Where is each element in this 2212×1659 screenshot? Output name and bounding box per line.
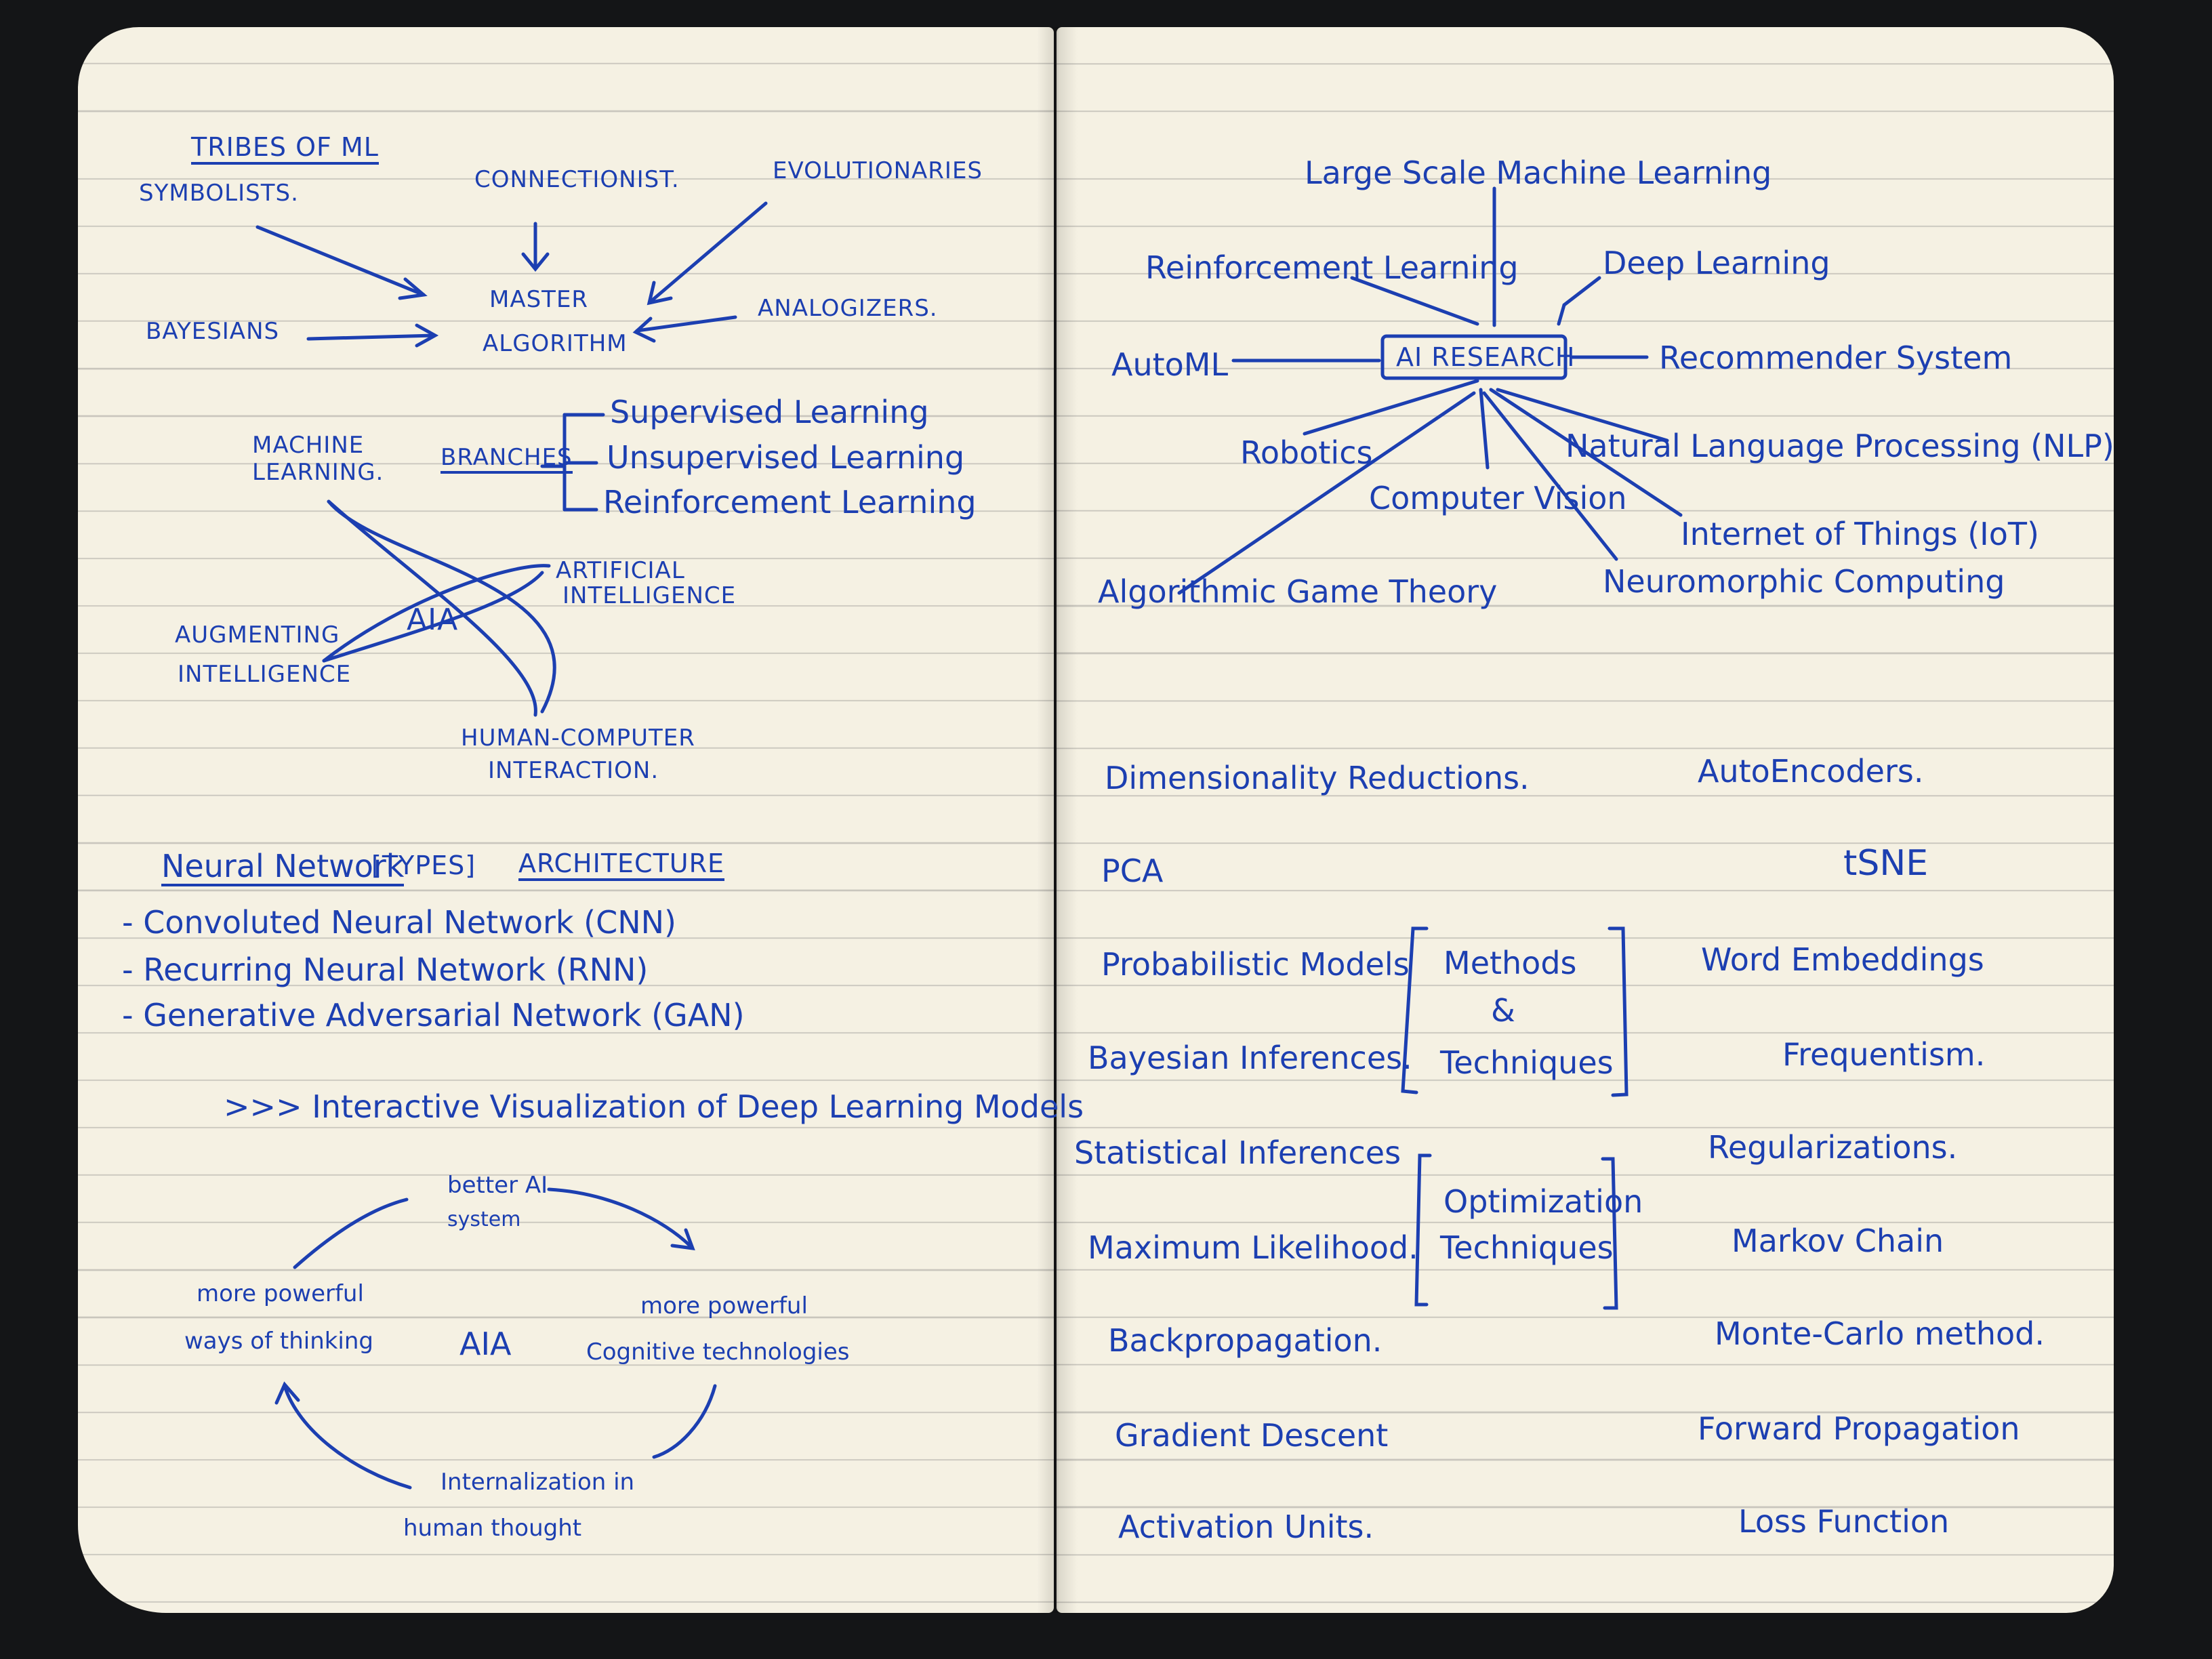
ai-large-scale: Large Scale Machine Learning (1305, 155, 1772, 191)
cycle-top-b: system (447, 1208, 521, 1231)
branches-label: BRANCHES (441, 446, 573, 474)
ai-reinforcement: Reinforcement Learning (1145, 249, 1519, 286)
cycle-bottom-a: Internalization in (441, 1469, 635, 1496)
aia-arc-2 (327, 499, 556, 714)
concept-forward: Forward Propagation (1698, 1410, 2020, 1447)
branch-unsupervised: Unsupervised Learning (607, 439, 965, 476)
nn-title-c: ARCHITECTURE (518, 851, 725, 881)
optim-bracket-right (1601, 1157, 1618, 1310)
aia-artificial: ARTIFICIAL (556, 557, 685, 584)
methods-bracket-right (1607, 926, 1629, 1097)
optim-label-a: Optimization (1443, 1183, 1643, 1220)
right-notebook-page (1057, 27, 2114, 1613)
branch-supervised: Supervised Learning (610, 394, 929, 430)
ai-iot: Internet of Things (IoT) (1681, 516, 2039, 552)
arrow-evolutionaries (649, 201, 768, 304)
concept-gradient: Gradient Descent (1115, 1417, 1389, 1454)
cycle-arrow-4 (293, 1197, 409, 1269)
concept-autoencoders: AutoEncoders. (1698, 753, 1924, 790)
ai-nlp: Natural Language Processing (NLP) (1565, 428, 2114, 464)
arrowhead-symbolists (398, 277, 428, 300)
concept-pca: PCA (1101, 853, 1164, 889)
concept-probabilistic: Probabilistic Models (1101, 946, 1410, 983)
cycle-arrow-2 (652, 1384, 717, 1459)
nn-title-b: [TYPES] (371, 851, 476, 880)
concept-frequentism: Frequentism. (1782, 1036, 1986, 1073)
arrow-bayesians (306, 333, 436, 341)
aia-center: AIA (407, 602, 459, 637)
tribe-bayesians: BAYESIANS (146, 318, 280, 345)
methods-bracket-left (1401, 926, 1429, 1094)
concept-tsne: tSNE (1843, 843, 1929, 884)
cycle-top-a: better AI (447, 1172, 548, 1199)
concept-dim-reduction: Dimensionality Reductions. (1105, 760, 1530, 796)
arrow-symbolists (255, 225, 426, 297)
learning-label: LEARNING. (252, 459, 384, 486)
arrow-analogizers (635, 315, 737, 333)
aia-intelligence: INTELLIGENCE (562, 582, 737, 609)
aia-interaction: INTERACTION. (488, 757, 659, 784)
concept-backprop: Backpropagation. (1108, 1322, 1382, 1359)
aia-augmenting: AUGMENTING (175, 621, 340, 649)
ai-deep: Deep Learning (1603, 245, 1830, 281)
arrowhead-evolutionaries (647, 281, 673, 306)
methods-label-b: & (1491, 992, 1515, 1029)
concept-loss: Loss Function (1738, 1503, 1950, 1540)
ai-robotics: Robotics (1240, 434, 1373, 471)
cycle-center: AIA (459, 1326, 512, 1362)
ai-game-theory: Algorithmic Game Theory (1098, 573, 1498, 610)
optim-bracket-left (1414, 1153, 1432, 1307)
optim-label-b: Techniques (1440, 1229, 1614, 1266)
nn-item-cnn: - Convoluted Neural Network (CNN) (122, 904, 676, 941)
master-label: MASTER (489, 286, 589, 313)
machine-label: MACHINE (252, 432, 365, 459)
concept-bayesian: Bayesian Inferences. (1088, 1040, 1412, 1076)
nn-item-rnn: - Recurring Neural Network (RNN) (122, 951, 649, 988)
arrowhead-bayesians (415, 323, 439, 348)
cycle-left-a: more powerful (197, 1280, 364, 1307)
tribe-symbolists: SYMBOLISTS. (139, 180, 299, 207)
arrowhead-analogizers (632, 316, 656, 343)
ai-automl: AutoML (1111, 346, 1229, 383)
left-notebook-page (78, 27, 1054, 1613)
ai-recommender: Recommender System (1659, 340, 2013, 376)
cycle-right-b: Cognitive technologies (586, 1338, 850, 1366)
aia-arc-4 (322, 571, 544, 663)
tribes-title: TRIBES OF ML (191, 134, 379, 165)
cycle-arrow-1 (547, 1187, 693, 1249)
branch-reinforcement: Reinforcement Learning (603, 484, 977, 520)
nn-item-gan: - Generative Adversarial Network (GAN) (122, 997, 745, 1033)
nn-title-a: Neural Network (161, 851, 405, 886)
concept-monte-carlo: Monte-Carlo method. (1715, 1315, 2045, 1352)
cycle-left-b: ways of thinking (184, 1328, 374, 1355)
aia-arc-3 (322, 564, 551, 663)
ai-vision: Computer Vision (1369, 480, 1627, 516)
methods-label-c: Techniques (1440, 1044, 1614, 1081)
concept-max-likelihood: Maximum Likelihood. (1088, 1229, 1418, 1266)
aia-hci: HUMAN-COMPUTER (461, 724, 695, 752)
tribe-connectionist: CONNECTIONIST. (474, 166, 680, 193)
tribe-evolutionaries: EVOLUTIONARIES (773, 157, 983, 184)
aia-arc-1 (327, 499, 537, 717)
concept-regularizations: Regularizations. (1708, 1129, 1958, 1166)
ai-neuromorphic: Neuromorphic Computing (1603, 563, 2005, 600)
concept-word-embeddings: Word Embeddings (1701, 941, 1984, 978)
arrowhead-connectionist (521, 252, 550, 272)
tribe-analogizers: ANALOGIZERS. (758, 295, 938, 322)
cycle-right-a: more powerful (640, 1292, 808, 1319)
visualization-note: >>> Interactive Visualization of Deep Le… (224, 1088, 1084, 1125)
cycle-bottom-b: human thought (403, 1515, 582, 1542)
methods-label-a: Methods (1443, 945, 1577, 981)
concept-markov: Markov Chain (1732, 1223, 1944, 1259)
ai-research-center: AI RESEARCH (1396, 342, 1576, 372)
concept-activation: Activation Units. (1118, 1509, 1374, 1545)
algorithm-label: ALGORITHM (483, 330, 628, 357)
ai-research-box (1380, 334, 1568, 380)
concept-statistical: Statistical Inferences (1074, 1134, 1401, 1171)
aia-augmenting-intelligence: INTELLIGENCE (178, 661, 352, 688)
cycle-arrow-3 (283, 1384, 412, 1490)
notebook-spine (1037, 27, 1078, 1613)
